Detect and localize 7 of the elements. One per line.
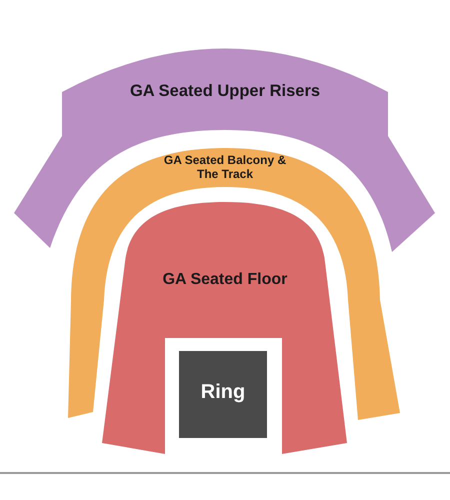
section-label: GA Seated Upper Risers [128, 82, 322, 101]
seating-section [68, 148, 400, 420]
section-label: GA Seated Floor [162, 271, 288, 290]
seating-section [102, 202, 347, 454]
ring-area [179, 351, 267, 438]
section-label: GA Seated Balcony & The Track [162, 154, 288, 182]
section-label: Ring [200, 381, 246, 404]
